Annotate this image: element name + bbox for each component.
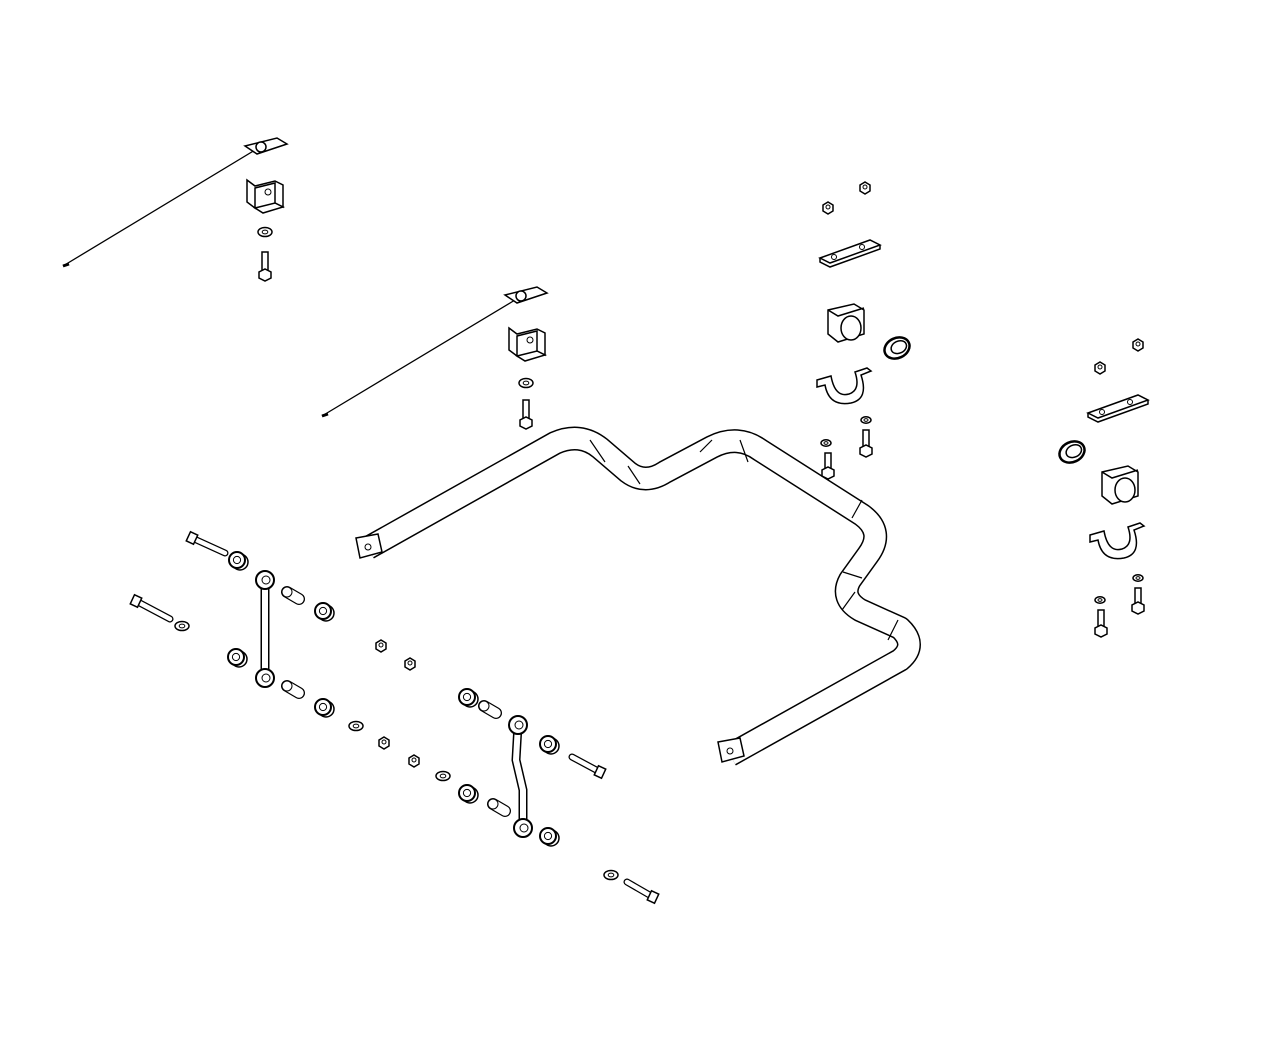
washer — [820, 439, 832, 447]
sway-bar — [355, 426, 921, 766]
bushing — [458, 688, 479, 708]
bearing-ring — [883, 336, 911, 360]
sleeve — [478, 700, 502, 719]
clamp-plate — [818, 239, 882, 268]
washer — [348, 720, 364, 732]
bar-bushing — [1101, 465, 1139, 505]
nut — [404, 657, 416, 671]
nut — [378, 736, 390, 750]
u-clamp — [1089, 522, 1146, 560]
bushing — [539, 735, 560, 755]
washer — [257, 226, 273, 238]
washer — [435, 770, 451, 782]
bolt — [1094, 609, 1108, 638]
sensor-cable — [321, 286, 549, 418]
nut — [822, 201, 834, 215]
end-link — [508, 715, 533, 838]
sleeve — [487, 798, 511, 817]
clamp-plate — [1086, 394, 1150, 423]
sensor-cable — [62, 137, 289, 268]
mounting-bracket — [508, 326, 548, 362]
nut — [1094, 361, 1106, 375]
bushing — [458, 784, 479, 804]
bolt — [859, 429, 873, 458]
washer — [1094, 596, 1106, 604]
sleeve — [281, 680, 305, 699]
bushing — [227, 648, 248, 668]
washer — [603, 869, 619, 881]
nut — [408, 754, 420, 768]
washer — [1132, 574, 1144, 582]
nut — [1132, 338, 1144, 352]
bushing — [539, 827, 560, 847]
bushing — [314, 698, 335, 718]
bolt — [258, 251, 272, 282]
mounting-bracket — [246, 178, 286, 214]
bushing — [228, 551, 249, 571]
bolt — [185, 530, 229, 557]
bolt — [519, 399, 533, 430]
washer — [518, 377, 534, 389]
bar-bushing — [827, 303, 865, 343]
nut — [375, 639, 387, 653]
bolt — [568, 753, 607, 780]
bolt — [129, 593, 174, 623]
washer — [174, 620, 190, 632]
end-link — [255, 570, 275, 688]
bolt — [623, 878, 660, 905]
bushing — [314, 602, 335, 622]
washer — [860, 416, 872, 424]
bolt — [1131, 587, 1145, 615]
bolt — [821, 452, 835, 480]
nut — [859, 181, 871, 195]
u-clamp — [816, 367, 873, 405]
sleeve — [281, 586, 305, 605]
bearing-ring — [1058, 440, 1086, 464]
